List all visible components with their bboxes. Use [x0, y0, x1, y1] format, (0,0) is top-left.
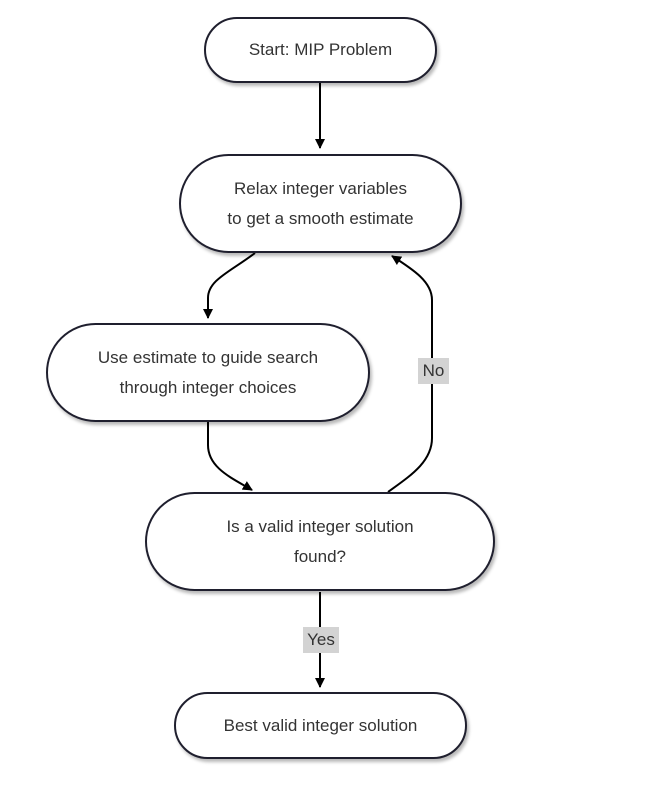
relax-node-line-1: Relax integer variables: [234, 178, 407, 198]
guide-node: Use estimate to guide search through int…: [46, 323, 370, 422]
guide-node-line-1: Use estimate to guide search: [97, 347, 319, 367]
check-node-line-2: found?: [293, 546, 346, 566]
edge-label-no: No: [418, 358, 449, 384]
check-node-line-1: Is a valid integer solution: [226, 516, 414, 536]
best-solution-node-label: Best valid integer solution: [223, 715, 418, 735]
edge-label-yes: Yes: [303, 627, 339, 653]
start-node: Start: MIP Problem: [204, 17, 437, 83]
relax-node-line-2: to get a smooth estimate: [227, 208, 414, 228]
edge-guide-to-check: [207, 422, 253, 491]
check-node: Is a valid integer solution found?: [145, 492, 495, 591]
edge-relax-to-guide: [203, 252, 256, 319]
relax-node: Relax integer variables to get a smooth …: [179, 154, 462, 253]
best-solution-node: Best valid integer solution: [174, 692, 467, 759]
start-node-label: Start: MIP Problem: [248, 40, 393, 59]
guide-node-line-2: through integer choices: [119, 377, 297, 397]
